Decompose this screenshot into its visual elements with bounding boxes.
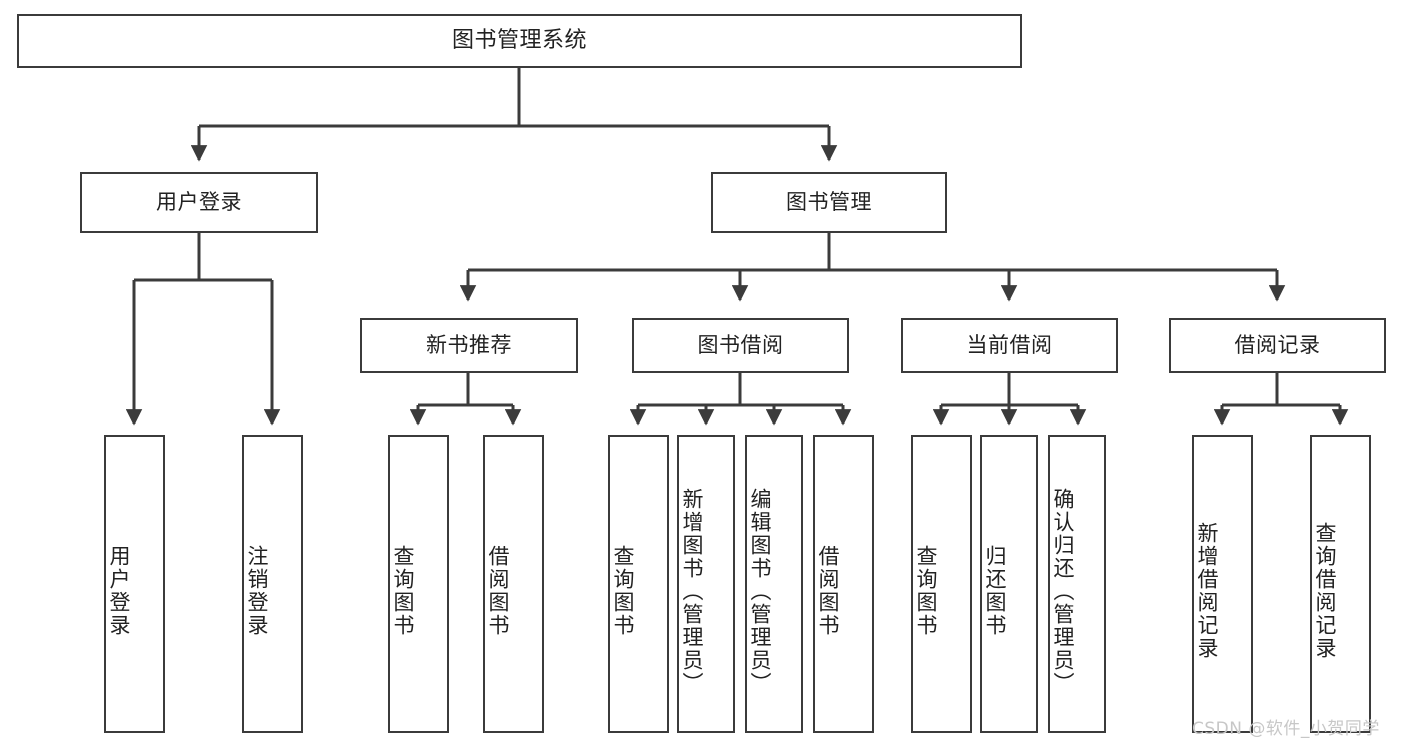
node-book-manage[interactable]: 图书管理	[711, 172, 947, 233]
node-new-book-recommend[interactable]: 新书推荐	[360, 318, 578, 373]
node-leaf-query-borrow-record[interactable]: 查询借阅记录	[1310, 435, 1371, 733]
node-leaf-query-book-current[interactable]: 查询图书	[911, 435, 972, 733]
node-leaf-confirm-return-label: 确认归还（管理员）	[1050, 487, 1075, 695]
node-leaf-borrow-book-recommend[interactable]: 借阅图书	[483, 435, 544, 733]
node-book-borrow[interactable]: 图书借阅	[632, 318, 849, 373]
node-book-borrow-label: 图书借阅	[697, 332, 784, 357]
node-leaf-query-book-borrow-label: 查询图书	[610, 545, 635, 637]
node-leaf-user-login[interactable]: 用户登录	[104, 435, 165, 733]
node-leaf-query-book-current-label: 查询图书	[913, 545, 938, 637]
node-leaf-confirm-return[interactable]: 确认归还（管理员）	[1048, 435, 1106, 733]
node-leaf-return-book-label: 归还图书	[982, 545, 1007, 637]
node-borrow-record[interactable]: 借阅记录	[1169, 318, 1386, 373]
csdn-watermark: CSDN @软件_小贺同学	[1192, 719, 1380, 739]
node-leaf-query-book-recommend[interactable]: 查询图书	[388, 435, 449, 733]
node-current-borrow[interactable]: 当前借阅	[901, 318, 1118, 373]
node-leaf-return-book[interactable]: 归还图书	[980, 435, 1038, 733]
node-leaf-add-book-label: 新增图书（管理员）	[679, 487, 704, 695]
node-root-system-label: 图书管理系统	[451, 27, 587, 53]
node-book-manage-label: 图书管理	[786, 189, 872, 214]
node-leaf-add-book[interactable]: 新增图书（管理员）	[677, 435, 735, 733]
node-leaf-query-book-recommend-label: 查询图书	[390, 545, 415, 637]
node-leaf-borrow-book-recommend-label: 借阅图书	[485, 545, 510, 637]
node-leaf-edit-book[interactable]: 编辑图书（管理员）	[745, 435, 803, 733]
node-new-book-recommend-label: 新书推荐	[426, 332, 512, 357]
node-leaf-user-login-label: 用户登录	[106, 545, 131, 637]
node-borrow-record-label: 借阅记录	[1234, 332, 1321, 357]
node-leaf-add-borrow-record-label: 新增借阅记录	[1194, 522, 1219, 660]
node-user-login[interactable]: 用户登录	[80, 172, 318, 233]
node-current-borrow-label: 当前借阅	[966, 332, 1053, 357]
node-leaf-query-borrow-record-label: 查询借阅记录	[1312, 522, 1337, 660]
node-leaf-logout[interactable]: 注销登录	[242, 435, 303, 733]
node-leaf-borrow-book[interactable]: 借阅图书	[813, 435, 874, 733]
node-leaf-add-borrow-record[interactable]: 新增借阅记录	[1192, 435, 1253, 733]
node-leaf-borrow-book-label: 借阅图书	[815, 545, 840, 637]
node-leaf-logout-label: 注销登录	[244, 545, 269, 637]
node-root-system[interactable]: 图书管理系统	[17, 14, 1022, 68]
node-leaf-edit-book-label: 编辑图书（管理员）	[747, 487, 772, 695]
node-user-login-label: 用户登录	[156, 189, 242, 214]
node-leaf-query-book-borrow[interactable]: 查询图书	[608, 435, 669, 733]
